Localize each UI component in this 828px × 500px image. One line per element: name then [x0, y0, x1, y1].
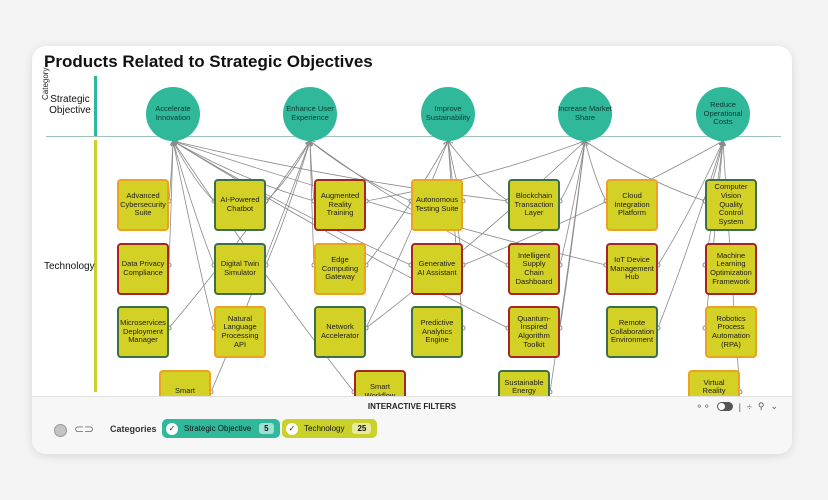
relation-edge — [173, 141, 215, 329]
technology-node[interactable]: Augmented Reality Training — [314, 179, 366, 231]
technology-node[interactable]: Natural Language Processing API — [214, 306, 266, 358]
chip-count: 5 — [259, 423, 274, 434]
chip-count: 25 — [352, 423, 372, 434]
check-icon: ✓ — [166, 422, 178, 435]
relation-edge — [448, 141, 464, 329]
technology-node[interactable]: Network Accelerator — [314, 306, 366, 358]
row-label-technology: Technology — [44, 261, 95, 272]
relation-edge — [657, 141, 723, 329]
technology-node[interactable]: Data Privacy Compliance — [117, 243, 169, 295]
technology-node[interactable]: Autonomous Testing Suite — [411, 179, 463, 231]
technology-node[interactable]: Predictive Analytics Engine — [411, 306, 463, 358]
objective-node[interactable]: Reduce Operational Costs — [696, 87, 750, 141]
objective-node[interactable]: Accelerate Innovation — [146, 87, 200, 141]
relation-edge — [173, 141, 509, 202]
relation-edge — [173, 141, 412, 266]
row-divider — [46, 136, 781, 137]
relation-edge — [173, 141, 509, 329]
toggle-switch[interactable] — [716, 402, 733, 411]
row-bar-technology — [94, 140, 97, 392]
chip-technology[interactable]: ✓ Technology 25 — [282, 419, 378, 438]
categories-label: Categories — [110, 424, 157, 434]
status-dot[interactable] — [54, 424, 67, 437]
relation-edge — [310, 141, 315, 266]
filter-tools: ⚬⚬ | ÷ ⚲ ⌄ — [695, 401, 778, 412]
technology-node[interactable]: Edge Computing Gateway — [314, 243, 366, 295]
chip-label: Strategic Objective — [184, 424, 252, 433]
technology-node[interactable]: AI-Powered Chatbot — [214, 179, 266, 231]
relation-edge — [448, 141, 509, 202]
relation-edge — [657, 141, 723, 266]
relation-edge — [265, 141, 310, 202]
objective-node[interactable]: Increase Market Share — [558, 87, 612, 141]
network-graph: Category Strategic Objective Technology … — [40, 68, 786, 422]
filters-footer: INTERACTIVE FILTERS ⚬⚬ | ÷ ⚲ ⌄ ⊂⊃ Catego… — [32, 396, 792, 454]
technology-node[interactable]: Advanced Cybersecurity Suite — [117, 179, 169, 231]
divider-icon: | — [738, 401, 741, 412]
chip-label: Technology — [304, 424, 345, 433]
relation-edge — [585, 141, 607, 202]
relation-edge — [168, 141, 310, 329]
relation-edge — [559, 141, 585, 266]
edge-layer — [166, 74, 743, 394]
relation-edge — [168, 141, 173, 266]
link-icon[interactable]: ⊂⊃ — [74, 422, 95, 436]
relation-edge — [173, 141, 215, 202]
technology-node[interactable]: Cloud Integration Platform — [606, 179, 658, 231]
page-title: Products Related to Strategic Objectives — [44, 52, 373, 71]
row-bar-objective — [94, 76, 97, 136]
technology-node[interactable]: Quantum-Inspired Algorithm Toolkit — [508, 306, 560, 358]
filter-off-icon[interactable]: ⚲ — [757, 401, 765, 411]
chevron-down-icon[interactable]: ⌄ — [770, 401, 778, 411]
relation-edge — [549, 141, 585, 393]
technology-node[interactable]: Robotics Process Automation (RPA) — [705, 306, 757, 358]
chart-card: Products Related to Strategic Objectives… — [32, 46, 792, 454]
filters-title: INTERACTIVE FILTERS — [367, 402, 457, 411]
relation-edge — [559, 141, 585, 202]
relation-edge — [265, 141, 310, 266]
relation-edge — [365, 141, 448, 266]
technology-node[interactable]: Blockchain Transaction Layer — [508, 179, 560, 231]
relation-edge — [365, 141, 585, 329]
check-icon: ✓ — [286, 422, 298, 435]
row-label-objective: Strategic Objective — [49, 94, 91, 116]
relation-edge — [173, 141, 215, 266]
relation-edge — [173, 141, 315, 202]
technology-node[interactable]: Digital Twin Simulator — [214, 243, 266, 295]
relation-edge — [585, 141, 706, 202]
technology-node[interactable]: Machine Learning Optimization Framework — [705, 243, 757, 295]
technology-node[interactable]: IoT Device Management Hub — [606, 243, 658, 295]
relation-edge — [310, 141, 509, 266]
technology-node[interactable]: Generative AI Assistant — [411, 243, 463, 295]
technology-node[interactable]: Remote Collaboration Environment — [606, 306, 658, 358]
objective-node[interactable]: Improve Sustainability — [421, 87, 475, 141]
technology-node[interactable]: Intelligent Supply Chain Dashboard — [508, 243, 560, 295]
graph-icon[interactable]: ⚬⚬ — [695, 401, 711, 411]
split-icon[interactable]: ÷ — [746, 401, 752, 412]
technology-node[interactable]: Microservices Deployment Manager — [117, 306, 169, 358]
relation-edge — [365, 141, 585, 202]
chip-strategic-objective[interactable]: ✓ Strategic Objective 5 — [162, 419, 280, 438]
relation-edge — [365, 141, 448, 329]
objective-node[interactable]: Enhance User Experience — [283, 87, 337, 141]
relation-edge — [462, 141, 723, 266]
technology-node[interactable]: Computer Vision Quality Control System — [705, 179, 757, 231]
